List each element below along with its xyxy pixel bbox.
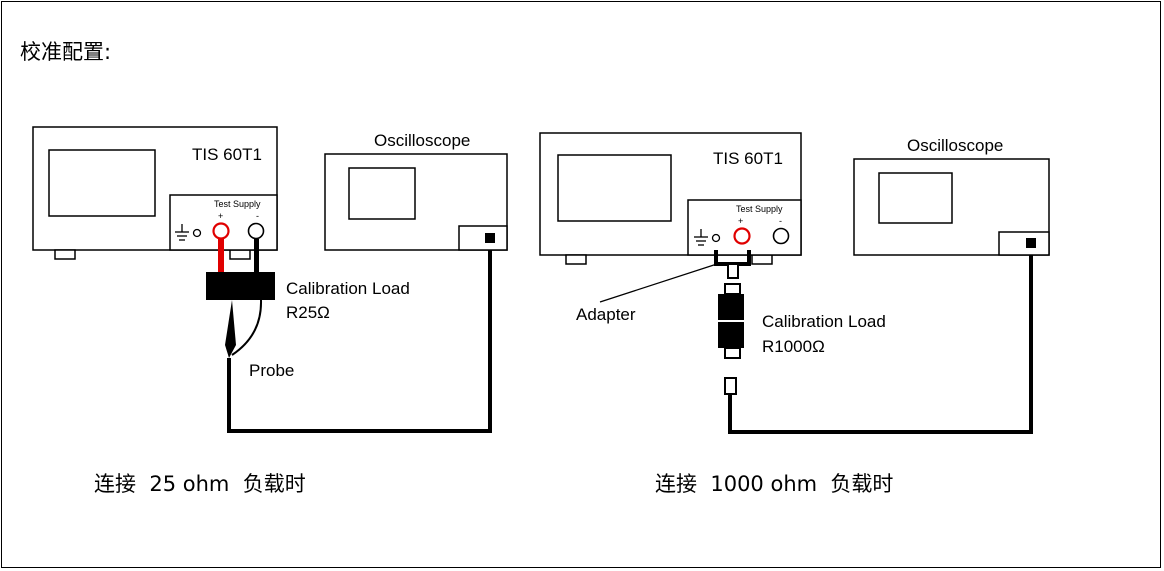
right-calibration-load-upper <box>718 294 744 320</box>
right-setup: TIS 60T1 Test Supply + - Adapter Calibra… <box>539 132 1050 434</box>
right-positive-terminal-icon <box>733 227 751 245</box>
left-oscilloscope-input-panel <box>458 225 508 251</box>
left-device-label: TIS 60T1 <box>192 145 262 164</box>
right-adapter-label: Adapter <box>576 305 636 324</box>
left-probe-cable <box>227 240 492 433</box>
left-calibration-load <box>206 272 275 300</box>
right-load-label-line2: R1000Ω <box>762 337 825 356</box>
left-load-label-line2: R25Ω <box>286 303 330 322</box>
left-negative-lead <box>254 239 259 274</box>
right-adapter-pointer <box>599 262 721 303</box>
right-scope-label: Oscilloscope <box>907 136 1003 155</box>
right-device-foot <box>751 254 773 265</box>
right-oscilloscope-input-panel <box>998 231 1050 256</box>
left-ground-icon <box>175 224 189 241</box>
right-oscilloscope-screen <box>878 172 953 224</box>
right-ground-terminal-icon <box>711 233 721 243</box>
left-positive-lead <box>218 239 224 274</box>
left-load-label-line1: Calibration Load <box>286 279 410 298</box>
right-load-connector-top <box>724 283 741 295</box>
left-caption: 连接 25 ohm 负载时 <box>94 472 306 496</box>
right-cable-connector <box>724 377 737 395</box>
left-plus-sign: + <box>218 211 223 221</box>
right-load-connector-bottom <box>724 347 741 359</box>
right-device-foot <box>565 254 587 265</box>
left-negative-terminal-icon <box>247 222 265 240</box>
left-minus-sign: - <box>256 211 259 221</box>
right-supply-label: Test Supply <box>736 204 783 214</box>
right-caption: 连接 1000 ohm 负载时 <box>655 472 894 496</box>
left-probe-label: Probe <box>249 361 294 380</box>
left-probe-ground-lead <box>231 299 263 356</box>
left-device-screen <box>48 149 156 217</box>
right-device-screen <box>557 154 672 222</box>
page-title: 校准配置: <box>20 40 112 64</box>
right-device-label: TIS 60T1 <box>713 149 783 168</box>
left-oscilloscope-screen <box>348 167 416 220</box>
left-setup: TIS 60T1 Test Supply + - Calibration Loa… <box>32 126 508 433</box>
left-scope-label: Oscilloscope <box>374 131 470 150</box>
left-supply-label: Test Supply <box>214 199 261 209</box>
right-plus-sign: + <box>738 216 743 226</box>
right-calibration-load-lower <box>718 322 744 348</box>
right-oscilloscope-input-icon <box>1026 238 1036 248</box>
left-oscilloscope-input-icon <box>485 233 495 243</box>
left-device-foot <box>229 249 251 260</box>
right-load-label-line1: Calibration Load <box>762 312 886 331</box>
left-device-foot <box>54 249 76 260</box>
right-negative-terminal-icon <box>772 227 790 245</box>
left-probe-tip <box>225 300 236 358</box>
right-cable <box>728 245 1033 434</box>
left-positive-terminal-icon <box>212 222 230 240</box>
right-terminal-panel <box>687 199 802 256</box>
right-minus-sign: - <box>779 216 782 226</box>
right-ground-icon <box>694 229 708 246</box>
right-adapter-connector <box>727 263 739 279</box>
left-ground-terminal-icon <box>192 228 202 238</box>
